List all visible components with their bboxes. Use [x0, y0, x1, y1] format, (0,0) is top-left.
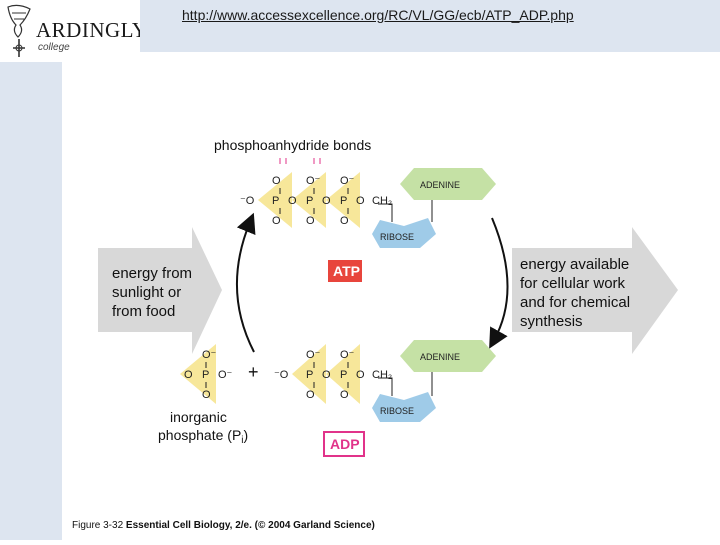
atp-badge — [328, 260, 362, 282]
pi-chain: O P O⁻ O⁻ O — [184, 349, 233, 401]
plus-sign: + — [248, 362, 259, 382]
atp-o-top-1: O — [272, 175, 281, 187]
adp-p-1: P — [306, 369, 313, 381]
right-arrow-line-2: for cellular work — [520, 275, 626, 292]
atp-p-2: P — [306, 195, 313, 207]
adp-adenine-hexagon — [400, 340, 496, 372]
atp-phosphate-2 — [292, 172, 326, 228]
adp-ch2: CH₂ — [372, 369, 392, 381]
adp-o-bottom-1: O — [306, 389, 315, 401]
college-logo: ARDINGLY college — [0, 0, 147, 62]
pi-o-left: O — [184, 369, 193, 381]
atp-o-1: O — [288, 195, 297, 207]
atp-bond-lines — [279, 188, 349, 214]
left-arrow-line-2: sunlight or — [112, 284, 181, 301]
atp-p-1: P — [272, 195, 279, 207]
atp-p-3: P — [340, 195, 347, 207]
right-arrow-line-1: energy available — [520, 256, 629, 273]
source-link[interactable]: http://www.accessexcellence.org/RC/VL/GG… — [182, 7, 574, 23]
phosphoanhydride-label: phosphoanhydride bonds — [214, 137, 371, 153]
atp-phosphate-3 — [326, 172, 360, 228]
bond-marker-2 — [313, 158, 321, 164]
pi-o-right: O⁻ — [218, 369, 233, 381]
figure-caption: Figure 3-32 Essential Cell Biology, 2/e.… — [72, 520, 375, 531]
adp-chain: ⁻O P O P O CH₂ O⁻ O⁻ O O — [274, 349, 392, 401]
logo-name: ARDINGLY — [36, 18, 148, 42]
pi-label-line-1: inorganic — [170, 409, 227, 425]
right-arrow-line-3: and for chemical — [520, 294, 630, 311]
pi-label-line-2: phosphate (Pi) — [158, 427, 248, 446]
adp-o-top-1: O⁻ — [306, 349, 321, 361]
adp-o-1: O — [322, 369, 331, 381]
atp-phosphate-group — [258, 172, 360, 228]
atp-phosphate-1 — [258, 172, 292, 228]
figure-number: Figure 3-32 — [72, 520, 124, 531]
adp-phosphate-2 — [326, 344, 360, 404]
adp-phosphate-group — [292, 344, 360, 404]
pi-o-bottom: O — [202, 389, 211, 401]
adp-p-2: P — [340, 369, 347, 381]
atp-adenine-hexagon — [400, 168, 496, 200]
inorganic-phosphate-triangle — [180, 344, 216, 404]
left-energy-arrow — [98, 227, 222, 354]
adp-ribose-pentagon — [372, 392, 436, 422]
adp-ribose-label: RIBOSE — [380, 406, 414, 416]
copyright: (© 2004 Garland Science) — [254, 520, 375, 531]
atp-o-top-3: O⁻ — [340, 175, 355, 187]
adp-o-2: O — [356, 369, 365, 381]
atp-ribose-link — [378, 200, 433, 222]
pi-o-top: O⁻ — [202, 349, 217, 361]
logo-subtitle: college — [38, 42, 70, 53]
left-curved-arrow — [236, 212, 256, 353]
adp-o-minus-left: ⁻O — [274, 369, 289, 381]
url-banner: http://www.accessexcellence.org/RC/VL/GG… — [140, 0, 720, 52]
right-curved-arrow — [489, 217, 509, 349]
diagram-panel: energy from sunlight or from food energy… — [62, 62, 720, 540]
atp-adp-cycle-diagram: energy from sunlight or from food energy… — [98, 137, 678, 457]
pi-p: P — [202, 369, 209, 381]
atp-o-bottom-2: O — [306, 215, 315, 227]
book-title: Essential Cell Biology, 2/e. — [125, 520, 252, 531]
bond-marker-1 — [279, 158, 287, 164]
atp-ribose-pentagon — [372, 218, 436, 248]
left-sidebar-strip — [0, 62, 62, 540]
adp-label: ADP — [330, 436, 360, 452]
adp-ribose-link — [378, 372, 433, 396]
adp-o-top-2: O⁻ — [340, 349, 355, 361]
atp-o-3: O — [356, 195, 365, 207]
atp-ribose-label: RIBOSE — [380, 232, 414, 242]
atp-o-bottom-1: O — [272, 215, 281, 227]
right-energy-arrow — [512, 227, 678, 354]
right-arrow-line-4: synthesis — [520, 313, 583, 330]
atp-ch2: CH₂ — [372, 195, 392, 207]
adp-bond-lines — [313, 362, 349, 388]
atp-o-bottom-3: O — [340, 215, 349, 227]
adp-adenine-label: ADENINE — [420, 352, 460, 362]
atp-label: ATP — [333, 263, 360, 279]
crest-icon — [7, 4, 31, 57]
header: ARDINGLY college http://www.accessexcell… — [0, 0, 720, 62]
atp-o-top-2: O⁻ — [306, 175, 321, 187]
adp-badge — [323, 431, 365, 457]
atp-adenine-label: ADENINE — [420, 180, 460, 190]
atp-o-minus-left: ⁻O — [240, 195, 255, 207]
atp-o-2: O — [322, 195, 331, 207]
left-arrow-line-1: energy from — [112, 265, 192, 282]
left-arrow-line-3: from food — [112, 303, 175, 320]
adp-phosphate-1 — [292, 344, 326, 404]
adp-o-bottom-2: O — [340, 389, 349, 401]
